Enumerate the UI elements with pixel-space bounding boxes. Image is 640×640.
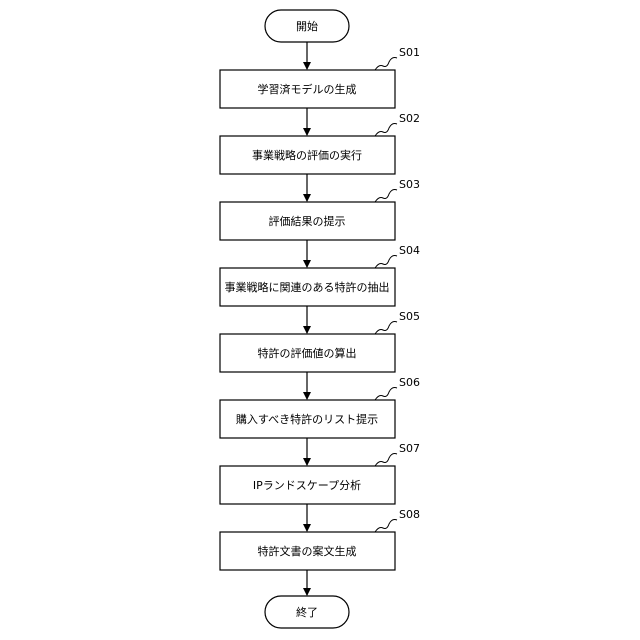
step-id-label: S01 (399, 46, 420, 59)
process-step: 学習済モデルの生成 S01 (220, 46, 420, 108)
process-step: 特許の評価値の算出 S05 (220, 310, 420, 372)
process-step: 事業戦略の評価の実行 S02 (220, 112, 420, 174)
process-step-text: 学習済モデルの生成 (258, 82, 357, 96)
end-label: 終了 (296, 605, 318, 619)
process-step-text: IPランドスケープ分析 (253, 478, 361, 492)
step-leader-line (375, 190, 397, 203)
step-id-label: S08 (399, 508, 420, 521)
start-terminal: 開始 (265, 10, 349, 42)
process-step-text: 特許の評価値の算出 (258, 346, 357, 360)
end-terminal: 終了 (265, 596, 349, 628)
process-step: 評価結果の提示 S03 (220, 178, 420, 240)
process-step-text: 事業戦略に関連のある特許の抽出 (225, 280, 390, 294)
step-leader-line (375, 520, 397, 533)
process-step-text: 事業戦略の評価の実行 (252, 148, 362, 162)
step-id-label: S03 (399, 178, 420, 191)
process-step-text: 評価結果の提示 (269, 214, 346, 228)
step-leader-line (375, 256, 397, 269)
step-leader-line (375, 124, 397, 137)
step-id-label: S06 (399, 376, 420, 389)
process-step: 特許文書の案文生成 S08 (220, 508, 420, 570)
step-leader-line (375, 58, 397, 71)
step-id-label: S05 (399, 310, 420, 323)
process-step: IPランドスケープ分析 S07 (220, 442, 420, 504)
step-id-label: S04 (399, 244, 420, 257)
process-step-text: 購入すべき特許のリスト提示 (236, 412, 378, 426)
process-steps: 学習済モデルの生成 S01 事業戦略の評価の実行 S02 評価結果の提示 S03 事業戦略に… (220, 42, 420, 595)
step-leader-line (375, 388, 397, 401)
process-step: 購入すべき特許のリスト提示 S06 (220, 376, 420, 438)
start-label: 開始 (296, 19, 318, 33)
step-leader-line (375, 322, 397, 335)
process-step-text: 特許文書の案文生成 (258, 544, 357, 558)
step-id-label: S07 (399, 442, 420, 455)
step-id-label: S02 (399, 112, 420, 125)
process-step: 事業戦略に関連のある特許の抽出 S04 (220, 244, 420, 306)
step-leader-line (375, 454, 397, 467)
